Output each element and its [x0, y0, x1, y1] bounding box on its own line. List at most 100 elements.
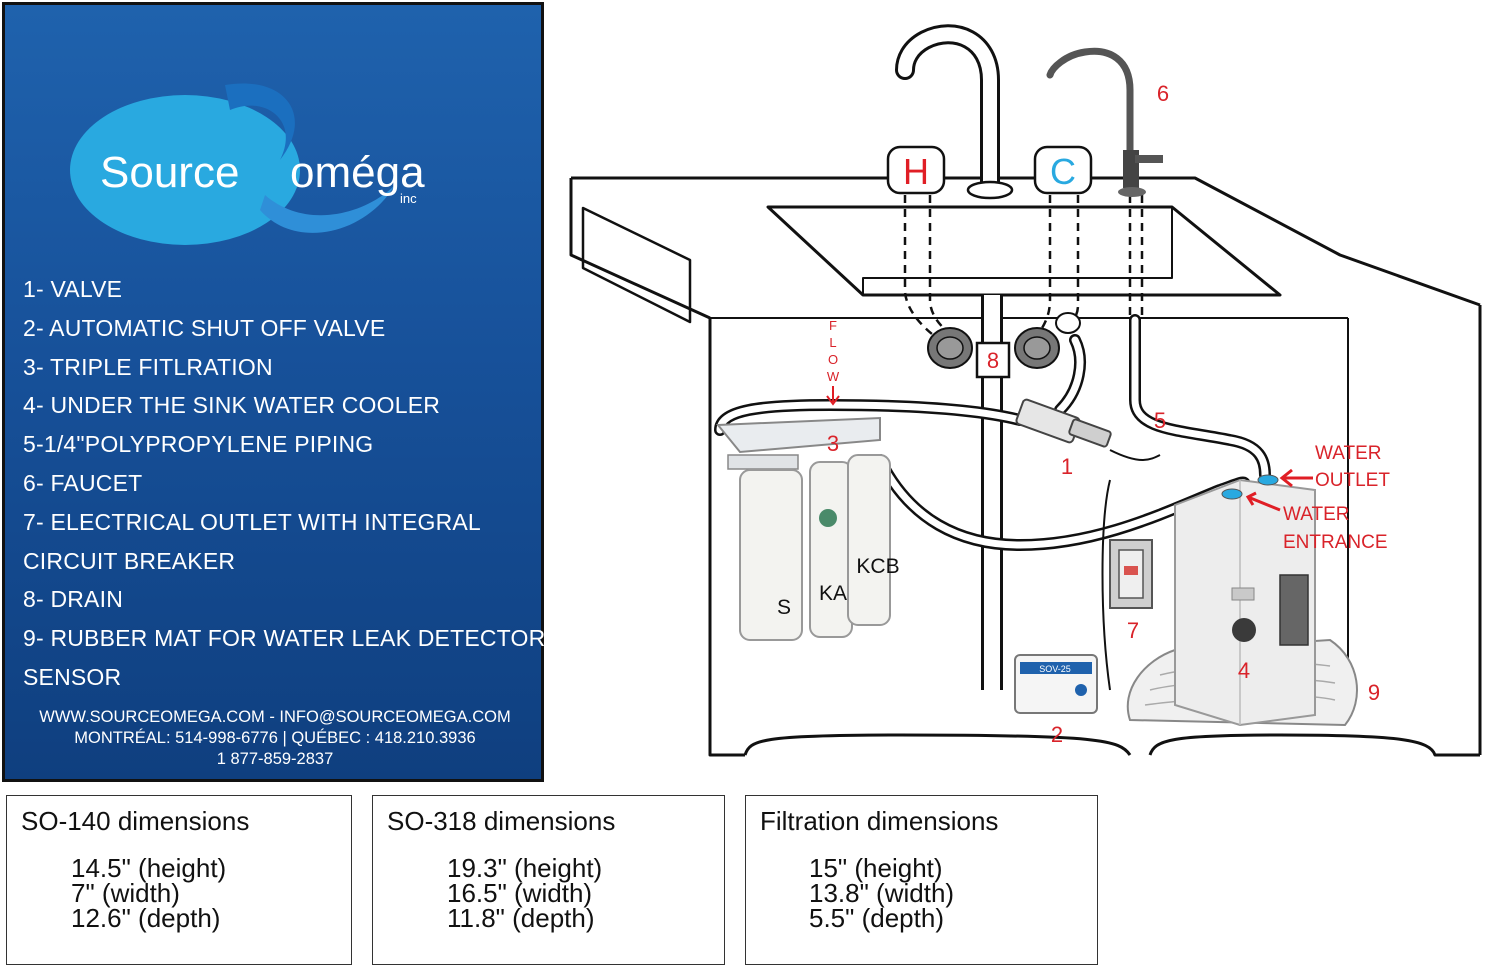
legend-item: 8- DRAIN — [23, 586, 124, 613]
thermostat-knob-icon — [1232, 618, 1256, 642]
flow-letter: F — [829, 318, 837, 333]
contact-info: WWW.SOURCEOMEGA.COM - INFO@SOURCEOMEGA.C… — [5, 707, 545, 770]
dimension-width: 13.8" (width) — [809, 878, 955, 908]
flow-letter: O — [828, 352, 838, 367]
hidden-supply-lines — [903, 195, 1144, 345]
callout-7: 7 — [1127, 618, 1139, 643]
dimensions-values: 19.3" (height) 16.5" (width) 11.8" (dept… — [447, 853, 603, 933]
water-cooler — [1174, 474, 1316, 727]
logo-source-text: Source — [100, 148, 239, 197]
contact-web-email: WWW.SOURCEOMEGA.COM - INFO@SOURCEOMEGA.C… — [39, 708, 511, 726]
dimension-height: 19.3" (height) — [447, 853, 603, 883]
logo-wave-ellipse — [70, 95, 300, 245]
legend-item: 6- FAUCET — [23, 469, 143, 496]
callout-5: 5 — [1154, 408, 1166, 433]
filter-cartridge-s — [739, 469, 803, 641]
water-entrance-label: ENTRANCE — [1283, 532, 1388, 553]
callout-numbers: 1 2 3 4 5 6 7 8 9 — [827, 81, 1380, 747]
legend-item: 9- RUBBER MAT FOR WATER LEAK DETECTOR — [23, 625, 546, 652]
dimensions-box-so318: SO-318 dimensions 19.3" (height) 16.5" (… — [372, 795, 725, 965]
cabinet-floor-lip-right — [1148, 733, 1480, 757]
counter-left-side — [569, 178, 711, 320]
cabinet-outline — [569, 176, 1482, 757]
cabinet-floor-lip — [743, 733, 1132, 756]
water-outlet-label: OUTLET — [1315, 470, 1390, 491]
cooler-fan-grille — [1279, 574, 1309, 646]
dimension-width: 7" (width) — [71, 878, 180, 908]
drawer-front — [581, 206, 692, 324]
callout-3: 3 — [827, 431, 839, 456]
dimension-depth: 12.6" (depth) — [71, 903, 221, 933]
legend-item: 2- AUTOMATIC SHUT OFF VALVE — [23, 314, 386, 341]
logo-wave-crest — [225, 83, 295, 160]
flow-letter: L — [829, 335, 836, 350]
water-entrance-label: WATER — [1283, 504, 1350, 525]
cabinet-left-wall — [708, 318, 745, 757]
outlet-arrow-icon — [1279, 468, 1313, 488]
dimensions-box-filtration: Filtration dimensions 15" (height) 13.8"… — [745, 795, 1098, 965]
drinking-water-faucet — [1046, 47, 1163, 197]
cold-label: C — [1050, 151, 1076, 192]
filter-label-ka: KA — [819, 582, 847, 605]
filter-brand-icon — [819, 509, 837, 527]
sink-basin-inner — [862, 207, 1173, 295]
dimension-height: 14.5" (height) — [71, 853, 227, 883]
component-legend: 1- VALVE 2- AUTOMATIC SHUT OFF VALVE 3- … — [23, 270, 546, 697]
counter-top-edge — [571, 176, 1481, 307]
shutoff-brand-text: SOV-25 — [1039, 664, 1071, 674]
logo-inc-text: inc — [400, 191, 417, 206]
flow-indicator: F L O W — [826, 318, 840, 406]
dimensions-title: SO-318 dimensions — [387, 806, 616, 836]
contact-phones: MONTRÉAL: 514-998-6776 | QUÉBEC : 418.21… — [74, 729, 476, 747]
legend-item: 3- TRIPLE FITLRATION — [23, 353, 273, 380]
logo-omega-text: oméga — [290, 148, 425, 197]
callout-1: 1 — [1061, 454, 1073, 479]
callout-8: 8 — [987, 348, 999, 373]
sink-basin-rim — [766, 205, 1282, 297]
hot-label: H — [903, 151, 929, 192]
dimensions-title: Filtration dimensions — [760, 806, 999, 836]
dimensions-title: SO-140 dimensions — [21, 806, 250, 836]
dimensions-box-so140: SO-140 dimensions 14.5" (height) 7" (wid… — [6, 795, 352, 965]
port-arrows — [1245, 468, 1313, 512]
callout-2: 2 — [1051, 722, 1063, 747]
hot-handle: H — [886, 145, 946, 195]
info-panel: Source oméga inc 1- VALVE 2- AUTOMATIC S… — [2, 2, 546, 782]
water-port-labels: WATER OUTLET WATER ENTRANCE — [1283, 443, 1390, 553]
automatic-shutoff-module: SOV-25 — [1014, 654, 1098, 714]
filter-labels: S KA KCB — [777, 555, 900, 619]
dimensions-values: 14.5" (height) 7" (width) 12.6" (depth) — [71, 853, 227, 933]
shutoff-valves — [927, 312, 1081, 369]
dimension-depth: 11.8" (depth) — [447, 903, 595, 933]
sensor-wire — [1101, 449, 1161, 691]
installation-diagram: H C — [569, 24, 1482, 757]
main-faucet — [895, 24, 1014, 200]
flow-letter: W — [827, 369, 840, 384]
legend-item: 5-1/4"POLYPROPYLENE PIPING — [23, 431, 374, 458]
legend-item: 4- UNDER THE SINK WATER COOLER — [23, 392, 441, 419]
drain-pipe — [975, 295, 1011, 690]
filter-label-kcb: KCB — [856, 555, 899, 578]
cold-handle: C — [1033, 145, 1093, 195]
water-outlet-label: WATER — [1315, 443, 1382, 464]
filter-cartridge-kcb — [847, 454, 891, 626]
legend-item: 7- ELECTRICAL OUTLET WITH INTEGRAL — [23, 508, 481, 535]
electrical-outlet — [1109, 539, 1153, 609]
source-omega-logo: Source oméga inc — [70, 83, 425, 245]
triple-filtration-unit — [715, 416, 891, 641]
flow-arrow-icon — [826, 386, 840, 406]
entrance-arrow-icon — [1245, 491, 1281, 512]
dimension-height: 15" (height) — [809, 853, 943, 883]
legend-item: 1- VALVE — [23, 276, 123, 302]
callout-6: 6 — [1157, 81, 1169, 106]
dimension-depth: 5.5" (depth) — [809, 903, 944, 933]
callout-9: 9 — [1368, 680, 1380, 705]
legend-item: SENSOR — [23, 663, 122, 690]
filter-label-s: S — [777, 596, 791, 619]
dimensions-values: 15" (height) 13.8" (width) 5.5" (depth) — [809, 853, 955, 933]
contact-tollfree: 1 877-859-2837 — [216, 750, 334, 768]
logo-wave-tail — [260, 185, 395, 233]
filter-cartridge-ka — [809, 461, 853, 638]
dimension-width: 16.5" (width) — [447, 878, 593, 908]
legend-item: CIRCUIT BREAKER — [23, 547, 236, 574]
